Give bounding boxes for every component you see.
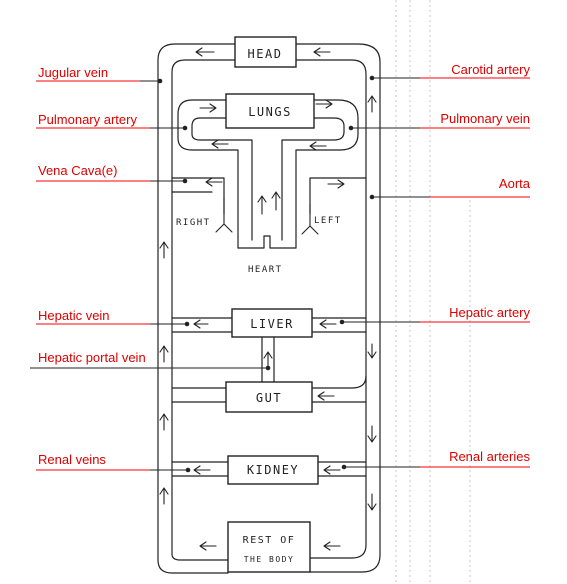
label-pulmonary-vein: Pulmonary vein bbox=[440, 111, 530, 126]
organ-kidney-label: KIDNEY bbox=[247, 463, 299, 477]
scan-noise bbox=[395, 0, 471, 584]
label-renal-arteries: Renal arteries bbox=[449, 449, 530, 464]
organ-rest-label-line1: REST OF bbox=[243, 535, 296, 546]
heart-right-label: RIGHT bbox=[176, 218, 211, 228]
heart-label: HEART bbox=[248, 265, 283, 275]
organ-lungs: LUNGS bbox=[225, 93, 315, 129]
organ-head: HEAD bbox=[234, 36, 297, 68]
organ-liver-label: LIVER bbox=[250, 317, 294, 331]
label-aorta: Aorta bbox=[499, 176, 531, 191]
label-vena-cava: Vena Cava(e) bbox=[38, 163, 118, 178]
annotation-labels: Jugular vein Carotid artery Pulmonary ar… bbox=[38, 62, 531, 467]
label-hepatic-artery: Hepatic artery bbox=[449, 305, 530, 320]
organ-liver: LIVER bbox=[231, 308, 313, 338]
leader-lines bbox=[30, 75, 530, 473]
label-renal-veins: Renal veins bbox=[38, 452, 106, 467]
organ-rest-of-body: REST OF THE BODY bbox=[227, 521, 311, 573]
label-carotid-artery: Carotid artery bbox=[451, 62, 530, 77]
organ-rest-label-line2: THE BODY bbox=[244, 555, 295, 564]
heart-left-label: LEFT bbox=[314, 216, 342, 226]
organ-head-label: HEAD bbox=[248, 47, 283, 61]
flow-arrows bbox=[159, 47, 377, 551]
organ-lungs-label: LUNGS bbox=[248, 105, 292, 119]
organ-gut: GUT bbox=[225, 381, 313, 413]
label-hepatic-vein: Hepatic vein bbox=[38, 308, 110, 323]
label-jugular-vein: Jugular vein bbox=[38, 65, 108, 80]
organ-gut-label: GUT bbox=[256, 391, 282, 405]
label-hepatic-portal-vein: Hepatic portal vein bbox=[38, 350, 146, 365]
organ-kidney: KIDNEY bbox=[227, 455, 319, 485]
label-pulmonary-artery: Pulmonary artery bbox=[38, 112, 137, 127]
